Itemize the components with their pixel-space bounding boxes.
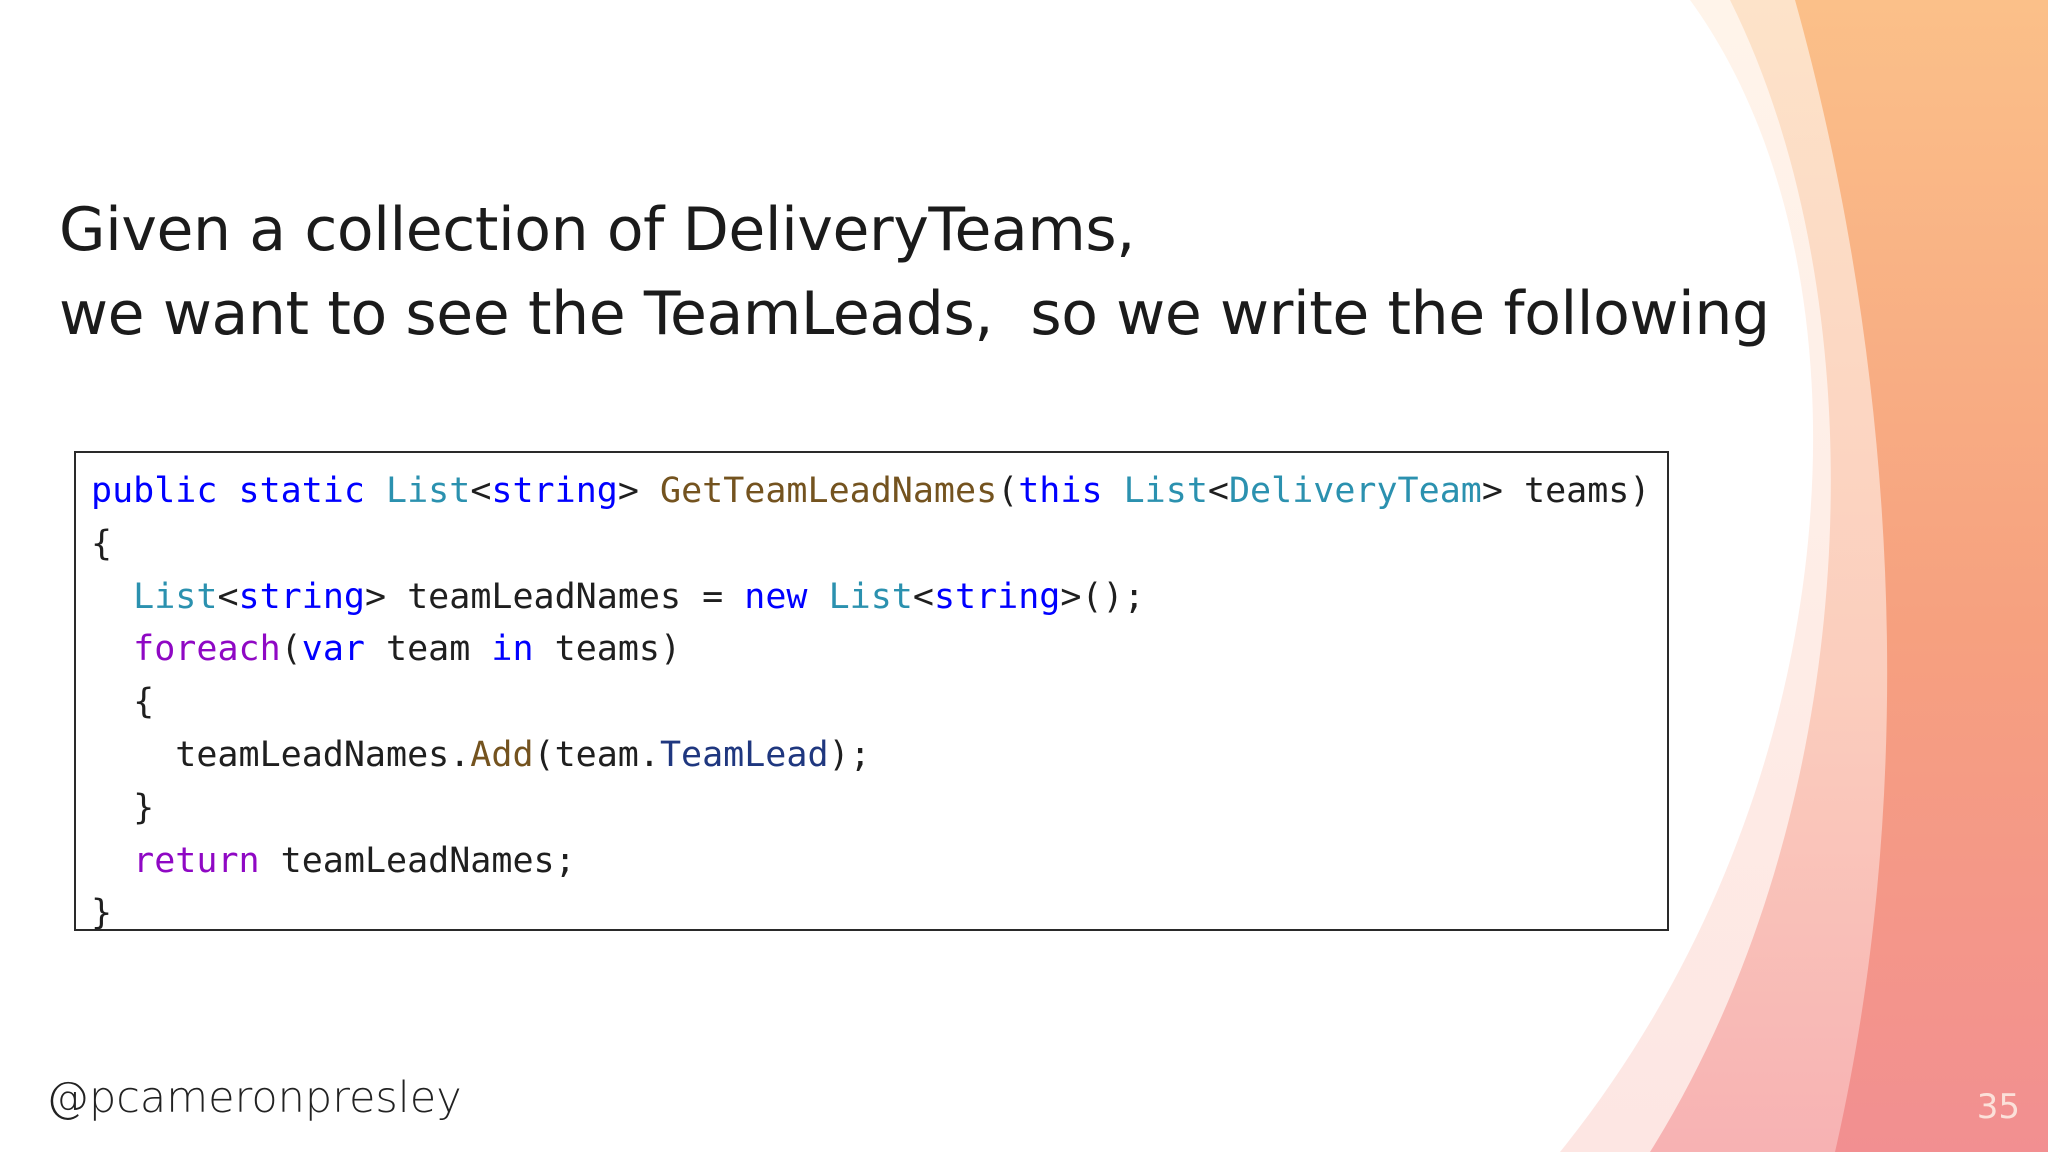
code-token-keyword: new	[744, 576, 808, 617]
title-line-1: Given a collection of DeliveryTeams,	[59, 195, 1135, 265]
code-token-plain: <	[217, 576, 239, 617]
code-line: }	[91, 887, 1667, 940]
code-token-control: return	[133, 840, 260, 881]
code-line: return teamLeadNames;	[91, 835, 1667, 888]
code-token-type: List	[828, 576, 913, 617]
code-token-plain: }	[91, 787, 155, 828]
slide-title: Given a collection of DeliveryTeams, we …	[59, 188, 1839, 356]
title-line-2: we want to see the TeamLeads, so we writ…	[59, 279, 1770, 349]
code-line: {	[91, 676, 1667, 729]
code-token-keyword: static	[238, 471, 365, 511]
code-token-plain: }	[91, 893, 113, 934]
code-token-plain: <	[1207, 471, 1229, 511]
code-token-plain: team	[364, 629, 492, 670]
code-token-keyword: var	[301, 629, 365, 670]
code-token-plain: > teams)	[1481, 471, 1651, 511]
code-token-keyword: in	[491, 629, 534, 670]
code-token-method: GetTeamLeadNames	[660, 471, 998, 511]
code-token-plain	[91, 577, 133, 617]
code-token-property: TeamLead	[659, 734, 829, 775]
page-number: 35	[1976, 1087, 2020, 1127]
code-token-plain	[91, 841, 133, 881]
code-token-plain: (	[997, 471, 1019, 511]
code-token-plain: >	[617, 471, 660, 511]
code-line: foreach(var team in teams)	[91, 623, 1667, 676]
code-token-plain: <	[912, 576, 934, 617]
code-token-type: DeliveryTeam	[1228, 471, 1482, 511]
code-token-plain	[91, 629, 133, 669]
code-token-type: List	[386, 471, 471, 511]
code-token-plain	[807, 577, 828, 617]
code-token-keyword: string	[491, 471, 618, 511]
code-token-method: Add	[470, 734, 534, 775]
code-token-control: foreach	[133, 629, 281, 670]
code-line: {	[91, 518, 1667, 571]
code-token-plain: teams)	[533, 629, 682, 670]
code-token-plain	[1103, 471, 1124, 511]
code-token-plain: (team.	[533, 734, 660, 775]
code-line: public static List<string> GetTeamLeadNa…	[91, 465, 1667, 518]
code-token-keyword: this	[1018, 471, 1103, 511]
code-token-type: List	[133, 576, 218, 617]
code-token-plain: (	[280, 629, 302, 670]
code-token-type: List	[1123, 471, 1208, 511]
code-token-plain: <	[470, 471, 492, 511]
code-line: List<string> teamLeadNames = new List<st…	[91, 571, 1667, 624]
code-token-plain: );	[828, 734, 871, 775]
code-snippet: public static List<string> GetTeamLeadNa…	[74, 451, 1669, 933]
background-curve-outer	[1795, 0, 2048, 1152]
twitter-handle: @pcameronpresley	[46, 1073, 462, 1123]
code-token-plain: > teamLeadNames =	[364, 576, 745, 617]
code-token-plain: teamLeadNames.	[91, 734, 471, 775]
code-token-keyword: string	[238, 576, 365, 617]
code-token-keyword: string	[933, 576, 1061, 617]
code-token-plain: >();	[1060, 576, 1145, 617]
code-token-plain	[217, 471, 238, 511]
code-token-plain: {	[91, 682, 155, 723]
code-token-plain	[365, 471, 386, 511]
code-token-plain: {	[91, 523, 113, 564]
code-token-plain: teamLeadNames;	[259, 840, 576, 881]
code-line: teamLeadNames.Add(team.TeamLead);	[91, 729, 1667, 782]
code-token-keyword: public	[91, 471, 218, 511]
code-line: }	[91, 782, 1667, 835]
